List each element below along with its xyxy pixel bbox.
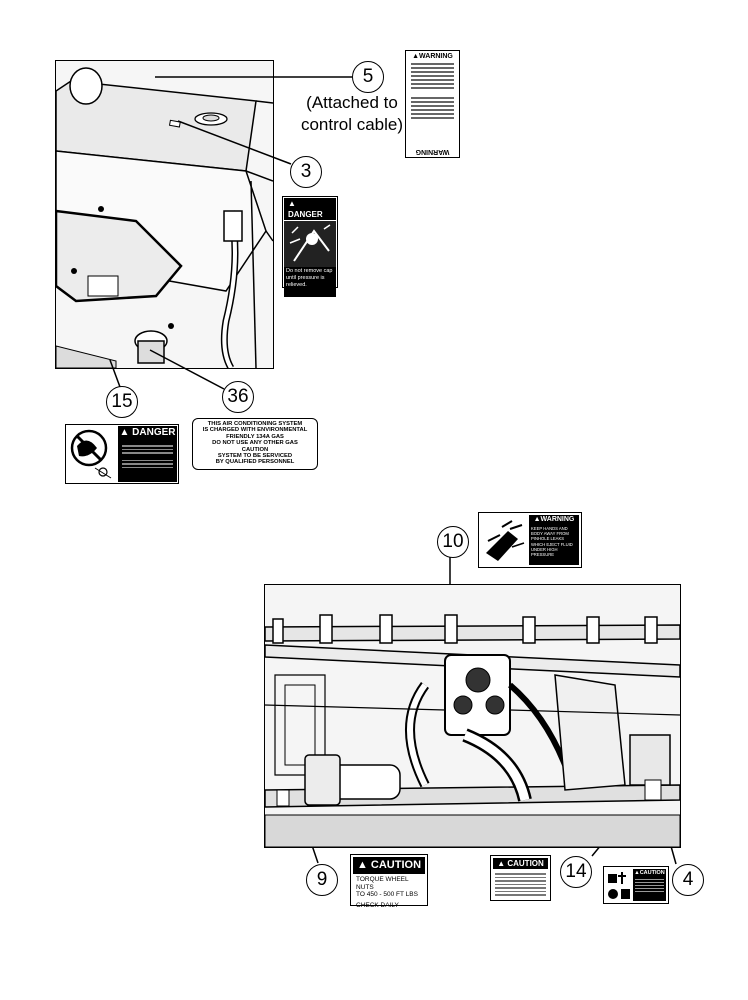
warning-triangle-icon: ▲ [533, 516, 541, 523]
caution-triangle-icon: ▲ [634, 870, 640, 876]
caution-triangle-icon: ▲ [497, 859, 506, 868]
warning-decal-hydraulic-header: ▲WARNING [533, 516, 575, 523]
caution-decal-small-panel: ▲CAUTION [633, 869, 666, 901]
callout-10: 10 [437, 526, 469, 558]
bottom-photo [264, 584, 681, 848]
callout-3: 3 [290, 156, 322, 188]
attached-note-line1: (Attached to [306, 93, 398, 112]
ac-system-decal: THIS AIR CONDITIONING SYSTEM IS CHARGED … [192, 418, 318, 470]
callout-9: 9 [306, 864, 338, 896]
caution-decal-wheel-nuts-header: ▲ CAUTION [353, 857, 425, 874]
danger-decal-pressure-cap-header: ▲ DANGER [284, 198, 336, 220]
warning-decal-hydraulic-panel: ▲WARNING KEEP HANDS AND BODY AWAY FROM P… [529, 515, 579, 565]
no-hands-icon [67, 426, 117, 482]
warning-decal-vertical: ▲WARNING WARNING [405, 50, 460, 158]
warning-decal-vertical-lines [408, 63, 457, 119]
danger-decal-left: ▲ DANGER [65, 424, 179, 484]
danger-decal-left-panel: ▲ DANGER [118, 426, 177, 482]
bottom-photo-drawing [265, 585, 680, 847]
callout-4: 4 [672, 864, 704, 896]
machine-pictogram-icon [606, 870, 632, 902]
ac-line3: FRIENDLY 134A GAS [226, 433, 284, 440]
callout-36: 36 [222, 381, 254, 413]
wheel-line1: TORQUE WHEEL NUTS [356, 876, 409, 891]
ac-line6: SYSTEM TO BE SERVICED [217, 453, 293, 460]
caution-decal-wheel-nuts: ▲ CAUTION TORQUE WHEEL NUTS TO 450 - 500… [350, 854, 428, 909]
danger-decal-pressure-cap-text: Do not remove cap until pressure is reli… [284, 267, 336, 297]
danger-decal-pressure-cap: ▲ DANGER Do not remove cap until pressur… [282, 196, 338, 297]
callout-15: 15 [106, 386, 138, 418]
wheel-line3: CHECK DAILY [356, 901, 399, 909]
steam-burn-icon [284, 221, 336, 267]
danger-decal-left-header: ▲ DANGER [119, 427, 176, 438]
danger-triangle-icon: ▲ [119, 427, 130, 438]
ac-line7: BY QUALIFIED PERSONNEL [215, 459, 295, 466]
attached-note-line2: control cable) [300, 115, 404, 134]
caution-decal-middle-lines [493, 869, 548, 900]
callout-14: 14 [560, 856, 592, 888]
callout-5: 5 [352, 61, 384, 93]
warning-decal-vertical-header: ▲WARNING [412, 53, 453, 60]
caution-decal-wheel-nuts-text: TORQUE WHEEL NUTS TO 450 - 500 FT LBS CH… [353, 874, 425, 909]
top-photo-drawing [56, 61, 273, 368]
ac-line5: CAUTION [241, 446, 269, 453]
caution-decal-middle-header: ▲ CAUTION [493, 858, 548, 869]
ac-line2: IS CHARGED WITH ENVIRONMENTAL [202, 427, 308, 434]
caution-decal-small-header: ▲CAUTION [634, 870, 665, 876]
caution-triangle-icon: ▲ [356, 859, 368, 871]
top-photo [55, 60, 274, 369]
ac-line4: DO NOT USE ANY OTHER GAS [212, 440, 298, 447]
warning-decal-hydraulic-text: KEEP HANDS AND BODY AWAY FROM PINHOLE LE… [531, 526, 573, 558]
caution-decal-small: ▲CAUTION [603, 866, 669, 904]
warning-triangle-icon: ▲ [412, 53, 420, 60]
wheel-line2: TO 450 - 500 FT LBS [356, 891, 418, 898]
warning-decal-vertical-footer: WARNING [415, 148, 450, 155]
danger-triangle-icon: ▲ [288, 199, 296, 208]
caution-decal-middle: ▲ CAUTION [490, 855, 551, 901]
warning-decal-hydraulic: ▲WARNING KEEP HANDS AND BODY AWAY FROM P… [478, 512, 582, 568]
ac-line1: THIS AIR CONDITIONING SYSTEM [207, 421, 303, 427]
hydraulic-injection-icon [482, 517, 526, 565]
attached-note: (Attached to control cable) [282, 92, 422, 136]
